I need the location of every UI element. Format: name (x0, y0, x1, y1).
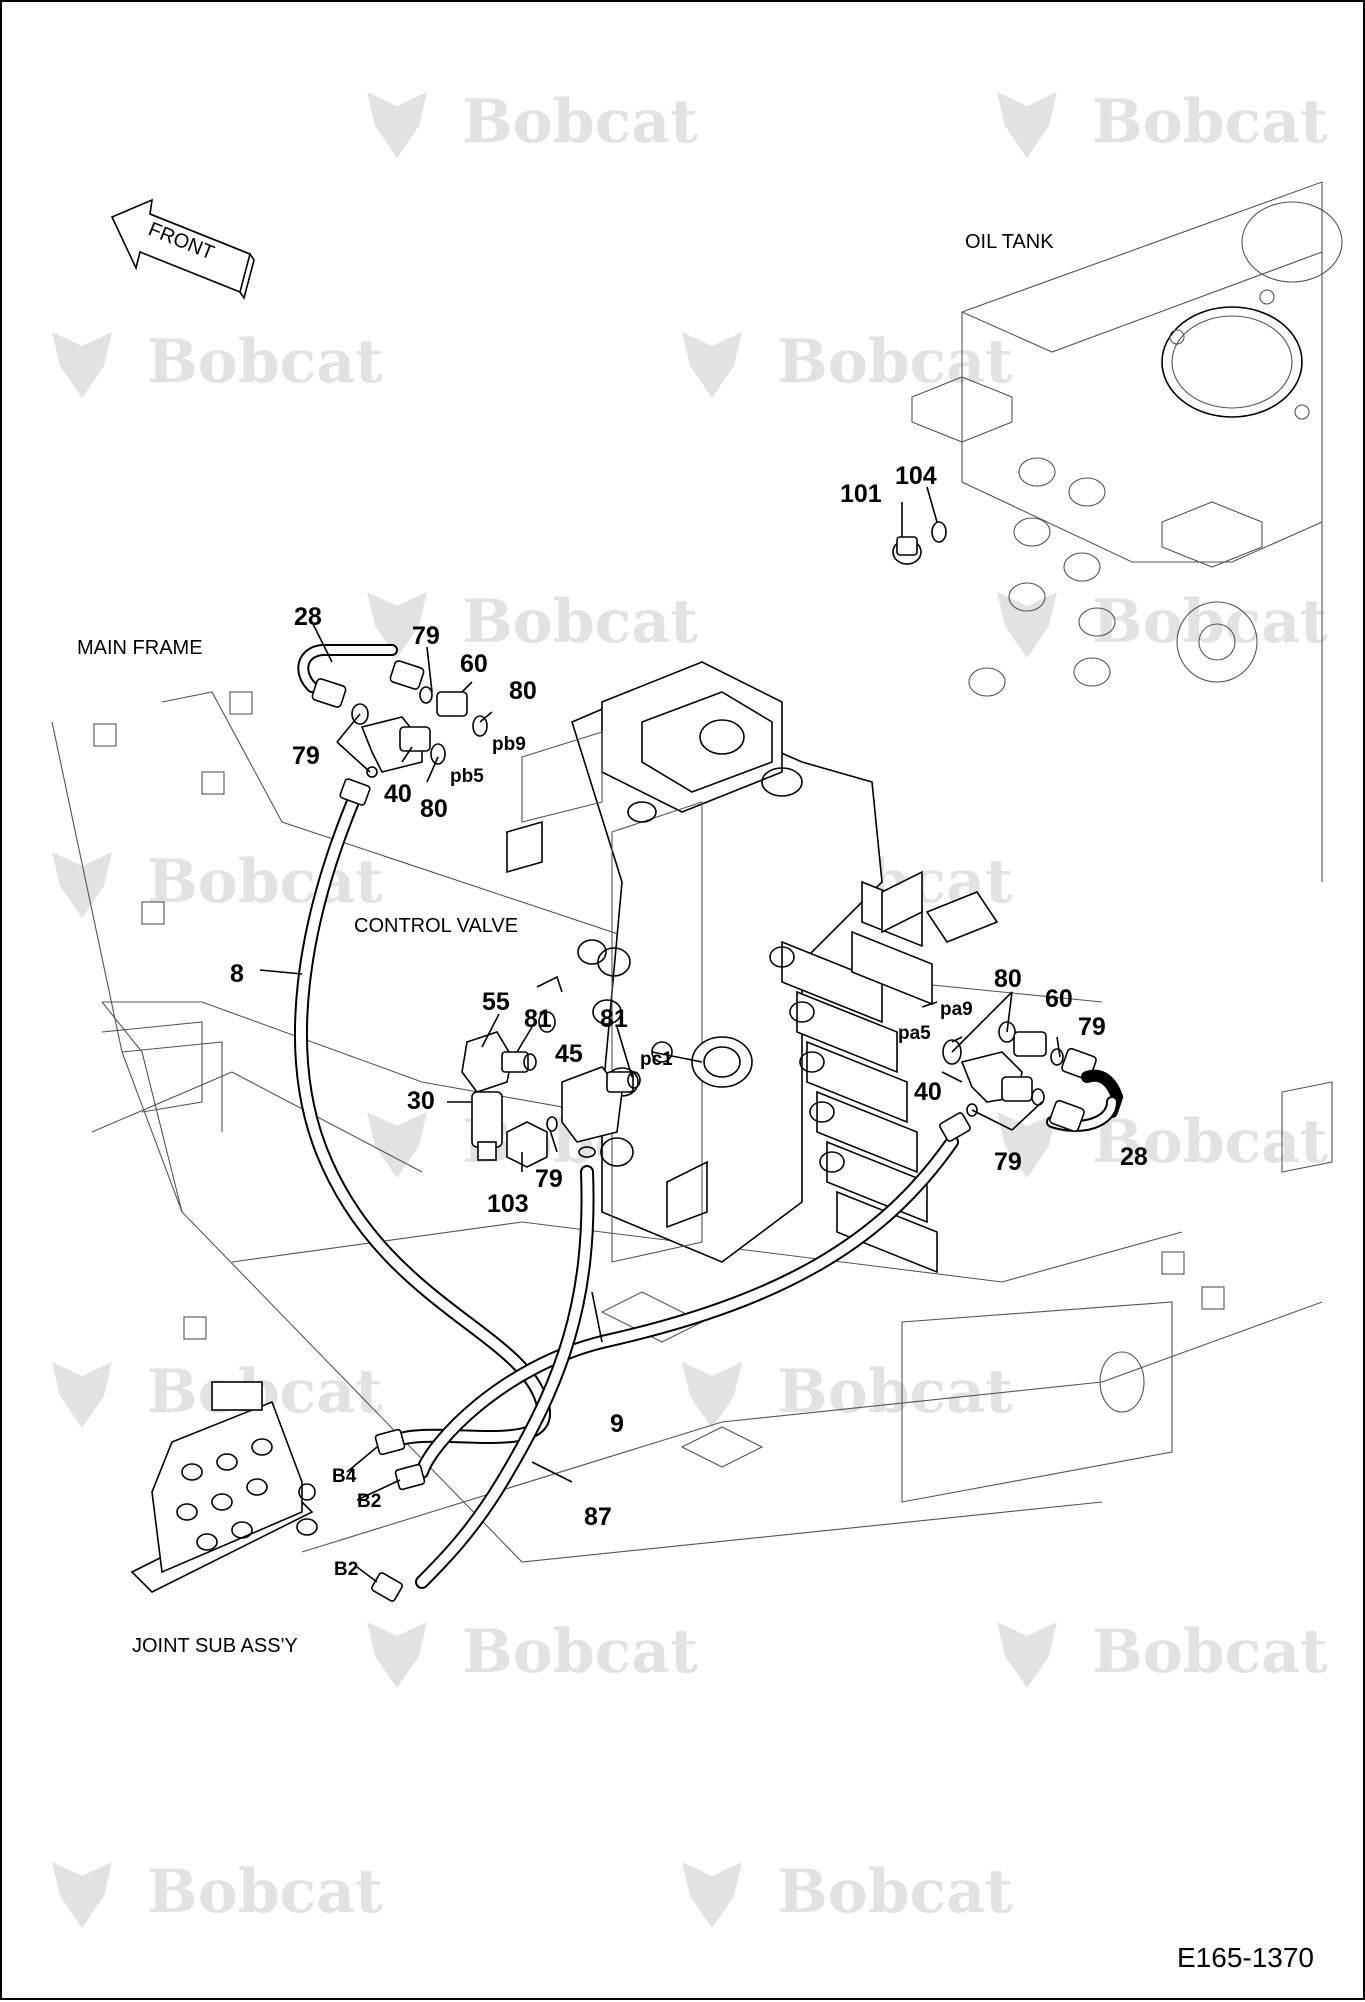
watermark-text: Bobcat (462, 87, 698, 157)
drawing-code: E165-1370 (1177, 1942, 1314, 1973)
watermark-text: Bobcat (777, 1357, 1013, 1427)
watermark-text: Bobcat (1092, 1107, 1328, 1177)
spool-caps (769, 870, 999, 1274)
callout-79: 79 (292, 742, 320, 770)
hose-8 (293, 785, 551, 1449)
callout-80: 80 (420, 795, 448, 823)
hose-87 (415, 1165, 595, 1589)
watermark-text: Bobcat (147, 327, 383, 397)
plug-group (892, 521, 947, 565)
port-label-pb5: pb5 (450, 766, 484, 787)
callout-55: 55 (482, 988, 510, 1016)
watermark-text: Bobcat (147, 847, 383, 917)
callout-80: 80 (509, 677, 537, 705)
port-label-pa5: pa5 (898, 1023, 931, 1044)
callout-8: 8 (230, 960, 244, 988)
callout-40: 40 (914, 1078, 942, 1106)
port-label-pb9: pb9 (492, 734, 526, 755)
oil-tank (911, 181, 1343, 882)
callout-79: 79 (994, 1148, 1022, 1176)
watermark-text: Bobcat (1092, 87, 1328, 157)
callout-28: 28 (1120, 1143, 1148, 1171)
watermark-text: Bobcat (462, 1617, 698, 1687)
port-label-pc1: pc1 (640, 1049, 673, 1070)
port-label-b2: B2 (357, 1491, 381, 1512)
callout-9: 9 (610, 1410, 624, 1438)
main-frame-caption: MAIN FRAME (77, 637, 203, 659)
control-valve-caption: CONTROL VALVE (354, 915, 518, 937)
watermark-text: Bobcat (1092, 1617, 1328, 1687)
callout-87: 87 (584, 1503, 612, 1531)
callout-101: 101 (840, 480, 882, 508)
hose-9 (415, 1135, 959, 1479)
port-label-b2: B2 (334, 1559, 358, 1580)
right-fitting-group (939, 1021, 1124, 1142)
watermark-text: Bobcat (462, 587, 698, 657)
port-label-b4: B4 (332, 1466, 357, 1487)
watermark-text: Bobcat (777, 1857, 1013, 1927)
oil-tank-caption: OIL TANK (965, 231, 1054, 253)
callout-60: 60 (460, 650, 488, 678)
callout-30: 30 (407, 1087, 435, 1115)
watermark-text: Bobcat (1092, 587, 1328, 657)
callout-28: 28 (294, 603, 322, 631)
joint-sub-caption: JOINT SUB ASS'Y (132, 1635, 298, 1657)
callout-81: 81 (600, 1005, 628, 1033)
callout-80: 80 (994, 965, 1022, 993)
sensor-group (461, 975, 641, 1168)
callout-104: 104 (895, 462, 937, 490)
callout-81: 81 (524, 1005, 552, 1033)
callout-79: 79 (412, 622, 440, 650)
control-valve (506, 661, 999, 1274)
leader-lines (259, 486, 1061, 1583)
front-arrow-icon: FRONT (110, 198, 255, 300)
watermark-layer: Bobcat Bobcat Bobcat Bobcat Bobcat Bobca… (52, 87, 1328, 1928)
callout-103: 103 (487, 1190, 529, 1218)
port-label-pa9: pa9 (940, 999, 973, 1020)
callout-60: 60 (1045, 985, 1073, 1013)
callout-40: 40 (384, 780, 412, 808)
callout-79: 79 (535, 1165, 563, 1193)
watermark-text: Bobcat (147, 1857, 383, 1927)
left-fitting-group (297, 644, 488, 806)
callout-79: 79 (1078, 1013, 1106, 1041)
joint-sub-assembly (130, 1381, 426, 1602)
watermark-text: Bobcat (777, 327, 1013, 397)
callout-45: 45 (555, 1040, 583, 1068)
